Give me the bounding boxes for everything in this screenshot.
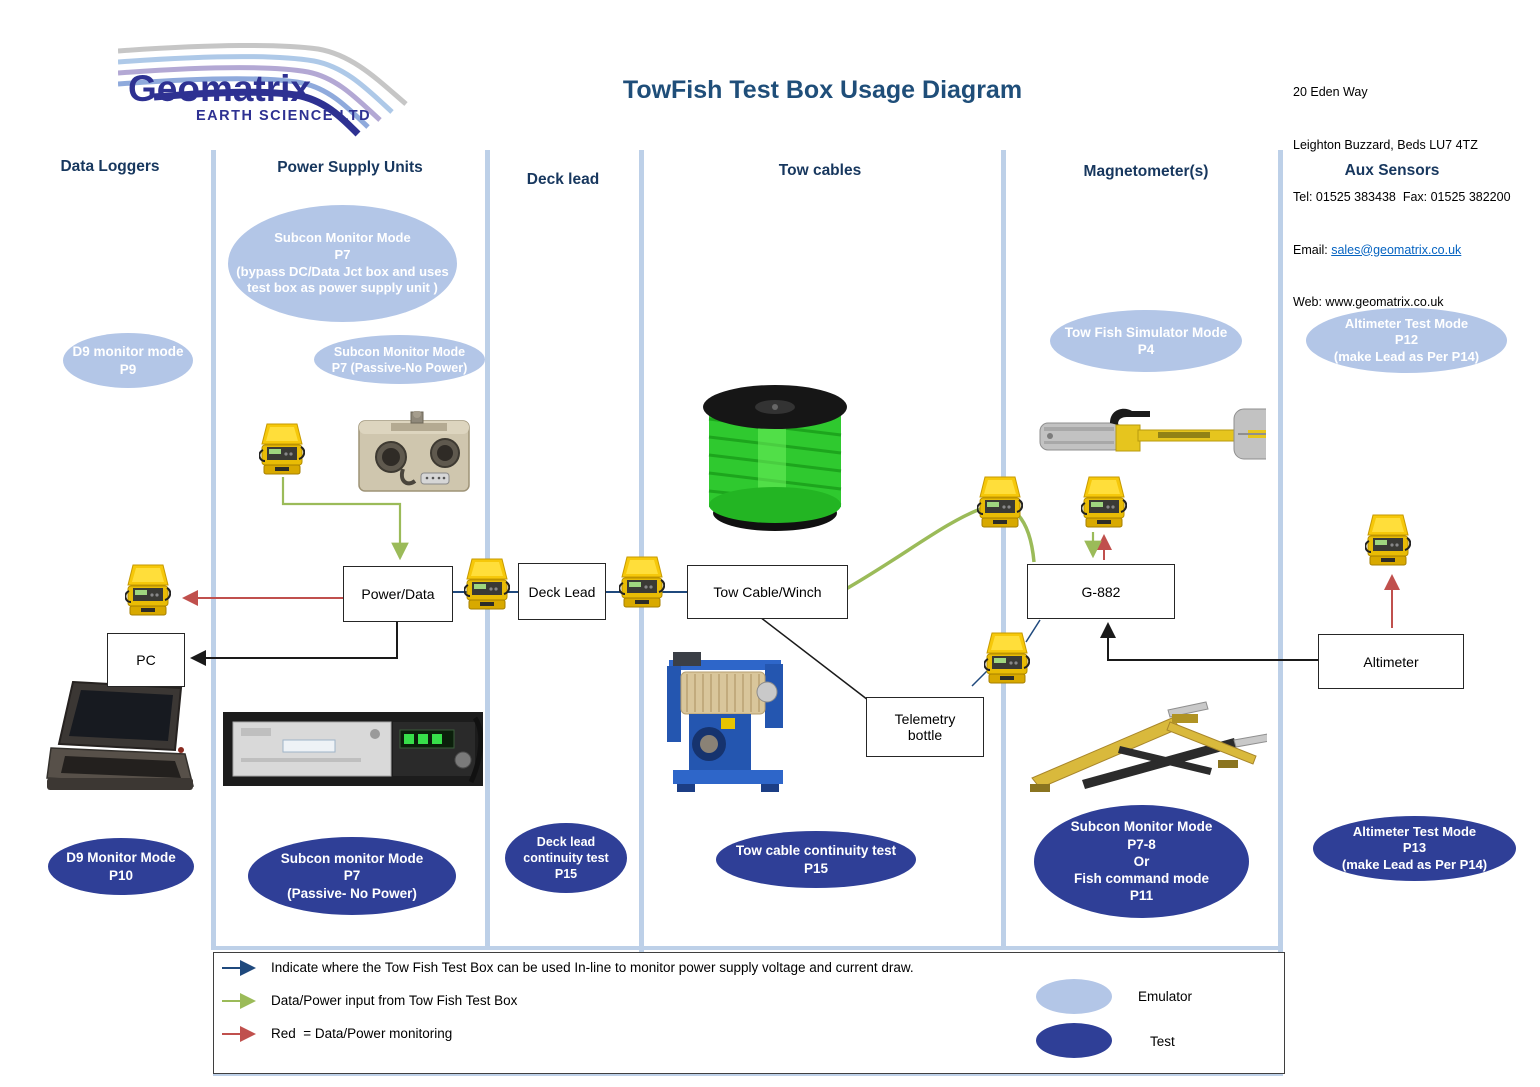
column-divider [1001, 150, 1006, 950]
column-header-data-loggers: Data Loggers [60, 158, 160, 175]
node-pc: PC [107, 633, 185, 687]
towfish-test-box-icon [976, 476, 1024, 528]
legend-item-input: Data/Power input from Tow Fish Test Box [271, 993, 518, 1008]
emulator-mode-subcon-passive: Subcon Monitor Mode P7 (Passive-No Power… [314, 335, 485, 384]
geomatrix-logo: Geomatrix EARTH SCIENCE LTD [117, 42, 418, 140]
line-powerdata-to-pc [190, 620, 398, 666]
towfish-test-box-icon [1080, 476, 1128, 528]
legend-emulator-label: Emulator [1138, 989, 1193, 1004]
web-address: www.geomatrix.co.uk [1325, 295, 1444, 309]
section-divider-line [213, 946, 1283, 950]
node-telemetry-bottle: Telemetry bottle [866, 697, 984, 757]
node-tow-cable-winch: Tow Cable/Winch [687, 565, 848, 619]
contact-web-row: Web: www.geomatrix.co.uk [1293, 294, 1529, 312]
email-link[interactable]: sales@geomatrix.co.uk [1331, 242, 1462, 257]
emulator-mode-subcon-bypass: Subcon Monitor Mode P7 (bypass DC/Data J… [228, 205, 457, 322]
power-supply-unit-photo [223, 712, 483, 786]
logo-swoosh-icon [117, 42, 408, 137]
test-box-icon-psu [258, 423, 306, 477]
logo-name: Geomatrix [128, 68, 312, 109]
test-box-icon-towcable-g882 [976, 476, 1024, 530]
legend-test-label: Test [1150, 1034, 1175, 1049]
contact-phone: Tel: 01525 383438 Fax: 01525 382200 [1293, 190, 1511, 204]
column-divider [485, 150, 490, 950]
test-mode-deck-lead-p15: Deck lead continuity test P15 [505, 823, 627, 893]
emulator-mode-d9-p9: D9 monitor mode P9 [63, 333, 193, 388]
column-header-tow-cables: Tow cables [778, 162, 862, 179]
test-mode-subcon-p7: Subcon monitor Mode P7 (Passive- No Powe… [248, 837, 456, 915]
line-altimeter-to-g882 [1100, 622, 1320, 661]
legend-emulator-ellipse [1036, 979, 1112, 1014]
magnetometer-frame-photo [1030, 701, 1267, 792]
contact-address-2: Leighton Buzzard, Beds LU7 4TZ [1293, 137, 1478, 152]
node-power-data: Power/Data [343, 566, 453, 622]
dc-data-junction-box-photo [358, 411, 470, 492]
legend-test-ellipse [1036, 1023, 1112, 1058]
test-mode-subcon-p7-8: Subcon Monitor Mode P7-8 Or Fish command… [1034, 805, 1249, 918]
towfish-test-box-icon [463, 558, 511, 610]
test-mode-tow-cable-p15: Tow cable continuity test P15 [716, 831, 916, 888]
emulator-mode-altimeter-p12: Altimeter Test Mode P12 (make Lead as Pe… [1306, 308, 1507, 373]
green-tow-cable-spool-photo [703, 385, 847, 531]
node-g882: G-882 [1027, 564, 1175, 619]
rugged-laptop-photo [46, 680, 194, 790]
contact-address-1: 20 Eden Way [1293, 85, 1368, 99]
page-title: TowFish Test Box Usage Diagram [622, 76, 1023, 104]
bottom-divider-line [213, 1072, 1283, 1076]
node-altimeter: Altimeter [1318, 634, 1464, 689]
towfish-test-box-icon [258, 423, 306, 475]
test-mode-d9-p10: D9 Monitor Mode P10 [48, 838, 194, 895]
logo-subtitle: EARTH SCIENCE LTD [196, 108, 372, 124]
winch-photo [667, 652, 783, 792]
emulator-mode-towfish-simulator: Tow Fish Simulator Mode P4 [1050, 310, 1242, 372]
contact-email-row: Email: sales@geomatrix.co.uk [1293, 242, 1529, 260]
column-header-magnetometers: Magnetometer(s) [1083, 163, 1209, 180]
test-box-icon-telemetry [983, 632, 1031, 686]
test-box-icon-data-logger [124, 564, 172, 618]
legend-item-inline: Indicate where the Tow Fish Test Box can… [271, 960, 914, 975]
test-box-icon-aux [1364, 514, 1412, 568]
column-header-aux-sensors: Aux Sensors [1344, 162, 1440, 179]
contact-block: 20 Eden Way Leighton Buzzard, Beds LU7 4… [1293, 49, 1529, 347]
test-box-icon-after-deck-lead [618, 556, 666, 610]
test-box-icon-before-deck-lead [463, 558, 511, 612]
test-mode-altimeter-p13: Altimeter Test Mode P13 (make Lead as Pe… [1313, 816, 1516, 881]
web-label: Web: [1293, 295, 1326, 309]
towfish-test-box-icon [618, 556, 666, 608]
node-deck-lead: Deck Lead [518, 563, 606, 620]
column-header-power-supply-units: Power Supply Units [277, 159, 423, 176]
column-divider [211, 150, 216, 950]
towfish-test-box-icon [983, 632, 1031, 684]
test-box-icon-above-g882 [1080, 476, 1128, 530]
column-header-deck-lead: Deck lead [526, 171, 600, 188]
legend-panel [213, 952, 1285, 1074]
towfish-test-box-icon [124, 564, 172, 616]
email-label: Email: [1293, 242, 1332, 257]
legend-item-monitoring: Red = Data/Power monitoring [271, 1026, 453, 1041]
towfish-test-box-icon [1364, 514, 1412, 566]
column-divider [1278, 150, 1283, 1008]
g882-towfish-photo [1039, 408, 1266, 460]
